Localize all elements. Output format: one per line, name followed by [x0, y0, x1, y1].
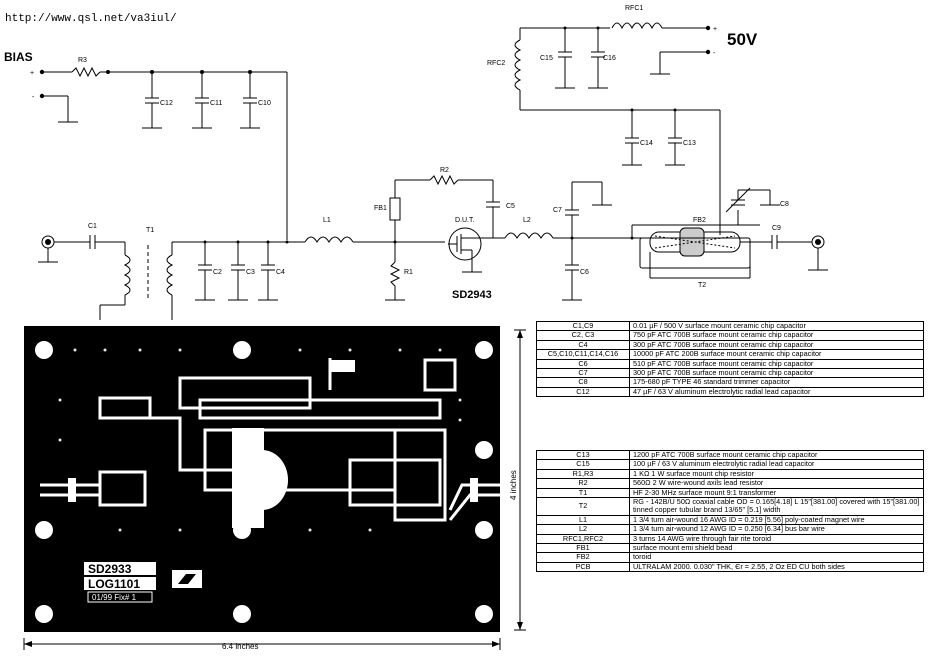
- component-label-c15: C15: [540, 55, 553, 62]
- device-label: SD2943: [452, 289, 492, 301]
- component-label-c16: C16: [603, 55, 616, 62]
- pcb-layout: SD2933 LOG1101 01/99 Fix# 1 6.4 inches 4…: [23, 326, 526, 651]
- source-url: http://www.qsl.net/va3iul/: [5, 13, 177, 25]
- ground-symbols: [38, 73, 828, 301]
- component-label-rfc2: RFC2: [487, 60, 505, 67]
- component-label-c4: C4: [276, 269, 285, 276]
- bom-description: 100 µF / 63 V aluminum electrolytic radi…: [629, 459, 924, 470]
- bom-ref: C2, C3: [536, 330, 630, 341]
- bom-ref: L2: [536, 524, 630, 535]
- bom-ref: C8: [536, 377, 630, 388]
- rf-output-connector: [811, 235, 825, 249]
- supply-plus-label: +: [713, 26, 717, 33]
- bom-description: surface mount emi shield bead: [629, 542, 924, 554]
- board-text-fix: 01/99 Fix# 1: [92, 593, 137, 602]
- bom-description: 560Ω 2 W wire-wound axils lead resistor: [629, 478, 924, 489]
- component-label-r2: R2: [440, 167, 449, 174]
- component-label-c11: C11: [210, 100, 222, 107]
- rf-input-connector: [41, 235, 55, 249]
- width-dimension-label: 6.4 inches: [222, 642, 258, 651]
- component-label-c13: C13: [683, 140, 696, 147]
- component-label-rfc1: RFC1: [625, 5, 643, 12]
- bom-ref: RFC1,RFC2: [536, 533, 630, 544]
- bom-description: RG - 142B/U 50Ω coaxial cable OD = 0.165…: [629, 496, 924, 516]
- component-label-c12: C12: [160, 100, 173, 107]
- component-label-c8: C8: [780, 201, 789, 208]
- bom-ref: T2: [536, 496, 630, 516]
- bom-description: ULTRALAM 2000. 0.030" THK, Єr = 2.55, 2 …: [629, 561, 924, 573]
- component-label-c9: C9: [772, 225, 781, 232]
- bom-ref: C15: [536, 459, 630, 470]
- bias-minus-label: -: [32, 94, 35, 101]
- component-label-c2: C2: [213, 269, 222, 276]
- component-label-c5: C5: [506, 203, 515, 210]
- bom-description: 47 µF / 63 V aluminum electrolytic radia…: [629, 386, 924, 398]
- component-label-c6: C6: [580, 269, 589, 276]
- component-label-c3: C3: [246, 269, 255, 276]
- component-label-fb1: FB1: [374, 205, 387, 212]
- bias-plus-label: +: [30, 70, 34, 77]
- component-label-c10: C10: [258, 100, 271, 107]
- bom-description: HF 2-30 MHz surface mount 9:1 transforme…: [629, 487, 924, 498]
- bom-description: 175-680 pF TYPE 46 standard trimmer capa…: [629, 377, 924, 388]
- bias-label: BIAS: [4, 50, 33, 64]
- bom-description: toroid: [629, 552, 924, 563]
- bom-ref: T1: [536, 487, 630, 498]
- bom-ref: R2: [536, 478, 630, 489]
- bom-ref: C5,C10,C11,C14,C16: [536, 349, 630, 360]
- component-label-r3: R3: [78, 57, 87, 64]
- bom-description: 1 3/4 turn air-wound 12 AWG ID = 0.250 […: [629, 524, 924, 535]
- bom-description: 750 pF ATC 700B surface mount ceramic ch…: [629, 330, 924, 341]
- component-label-t1: T1: [146, 227, 154, 234]
- board-text-log: LOG1101: [88, 577, 140, 591]
- bom-description: 10000 pF ATC 200B surface mount ceramic …: [629, 349, 924, 360]
- component-label-c7: C7: [553, 207, 562, 214]
- amplifier-schematic: BIAS 50V SD2943 D.U.T. + - + - R3C12C11C…: [4, 5, 828, 320]
- bom-ref: C12: [536, 386, 630, 398]
- component-label-t2: T2: [698, 282, 706, 289]
- dut-label: D.U.T.: [455, 217, 475, 224]
- component-label-c14: C14: [640, 140, 653, 147]
- component-label-l1: L1: [323, 217, 331, 224]
- bom-ref: PCB: [536, 561, 630, 573]
- board-text-part: SD2933: [88, 562, 132, 576]
- component-label-r1: R1: [404, 269, 413, 276]
- height-dimension-label: 4 inches: [509, 470, 518, 500]
- bom-ref: FB2: [536, 552, 630, 563]
- component-label-fb2: FB2: [693, 217, 706, 224]
- supply-minus-label: -: [713, 50, 716, 57]
- st-logo-icon: [172, 570, 202, 588]
- component-label-c1: C1: [88, 223, 97, 230]
- component-label-l2: L2: [523, 217, 531, 224]
- supply-voltage-label: 50V: [727, 30, 758, 49]
- bom-description: 3 turns 14 AWG wire through fair rite to…: [629, 533, 924, 544]
